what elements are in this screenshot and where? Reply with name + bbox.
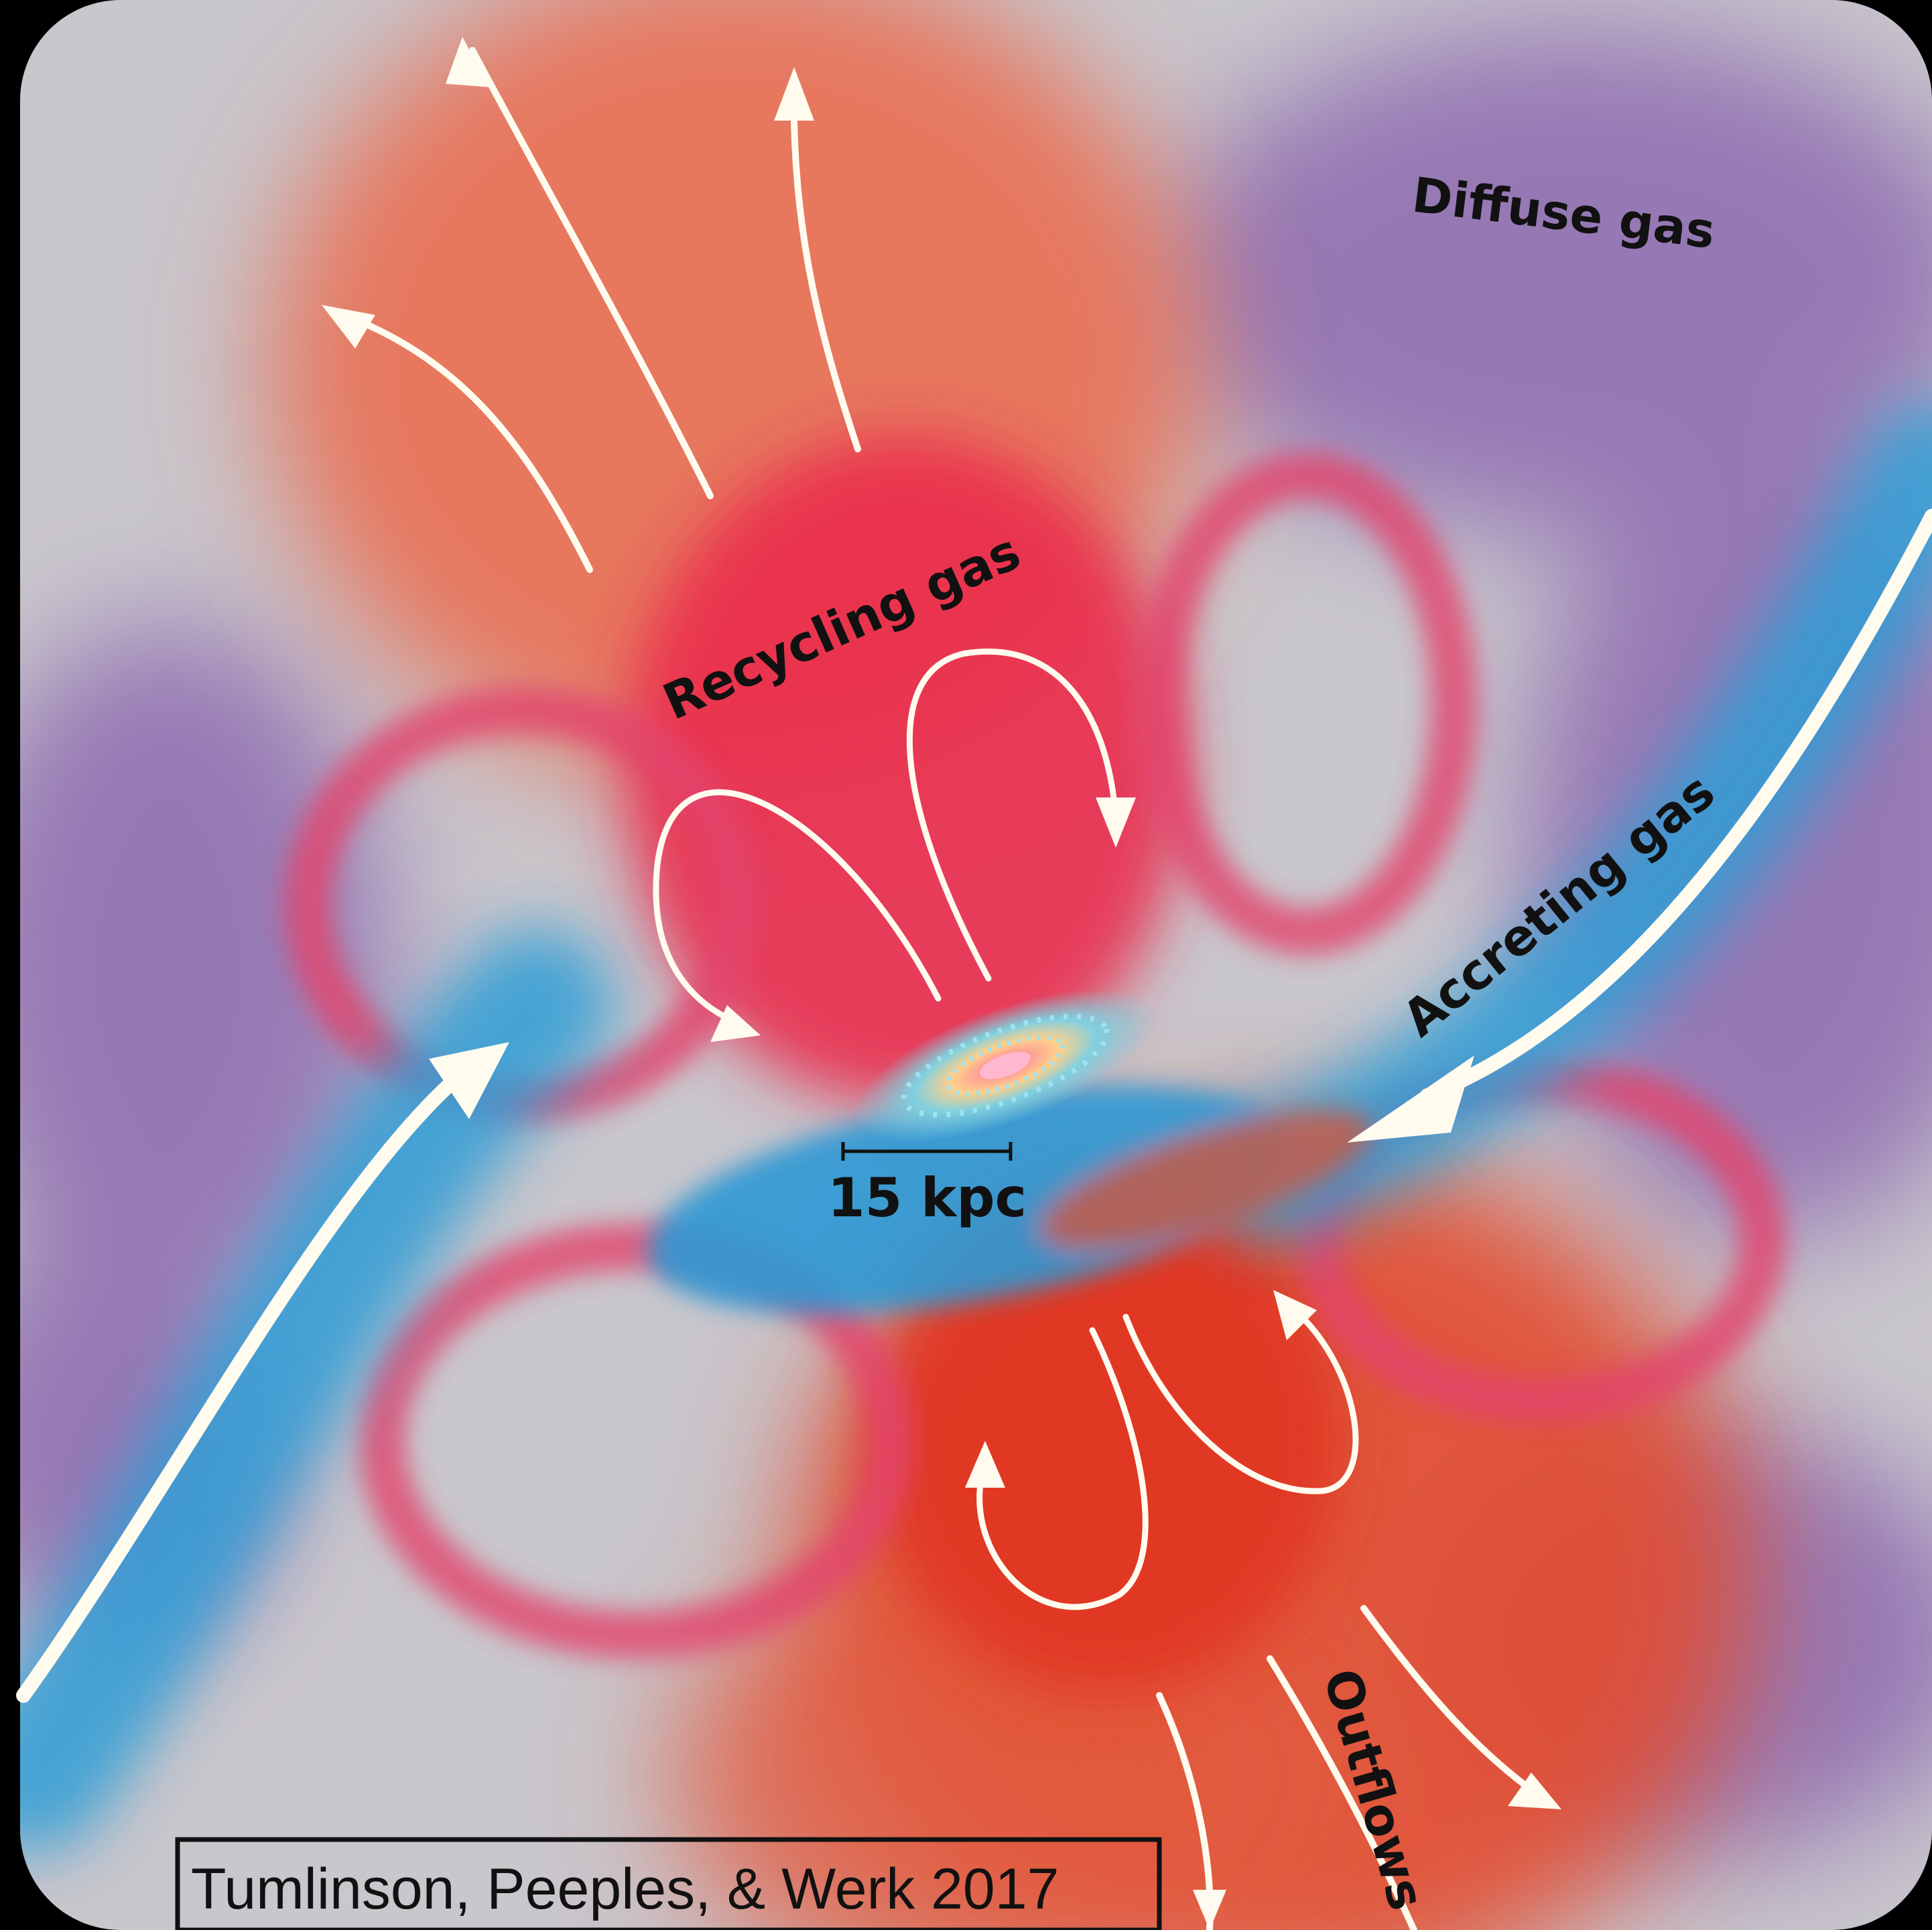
scale-label: 15 kpc bbox=[828, 1167, 1027, 1229]
credit-text: Tumlinson, Peeples, & Werk 2017 bbox=[191, 1857, 1059, 1921]
